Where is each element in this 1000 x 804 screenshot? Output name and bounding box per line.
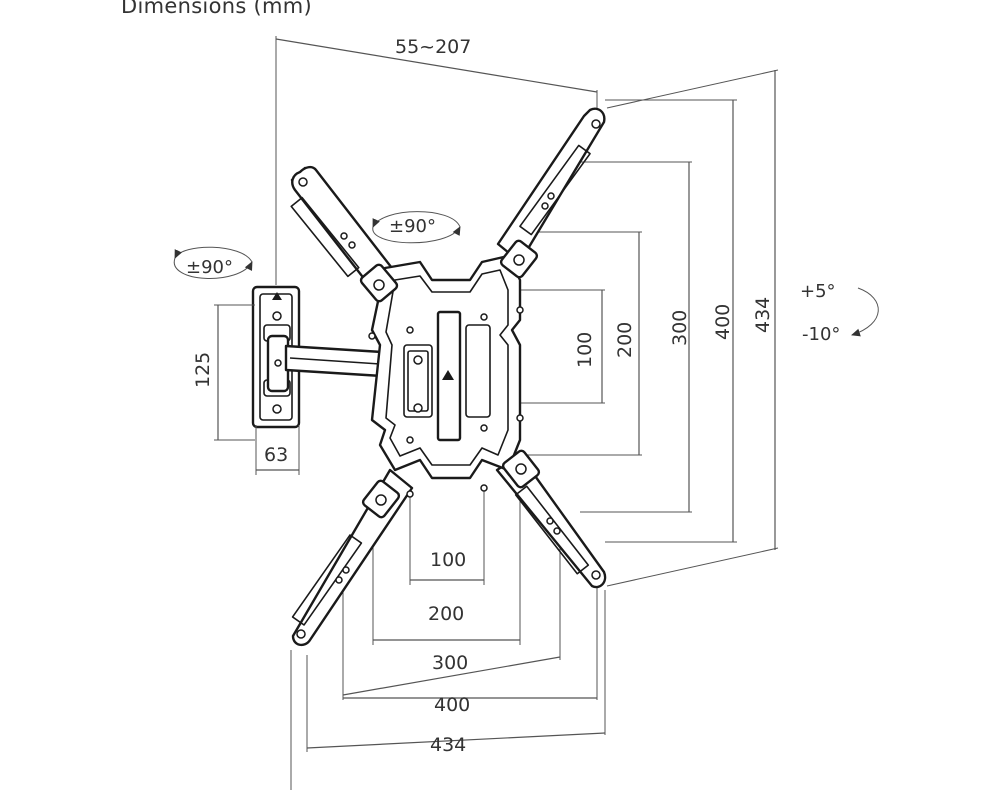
slider-bottom-left: [361, 479, 401, 519]
swing-arm: [284, 344, 384, 378]
vertical-dimensions: 100 200 300 400 434: [485, 69, 779, 587]
bracket-rotation-label: ±90°: [389, 216, 436, 237]
plate-height-label: 125: [192, 352, 214, 388]
slider-bottom-right: [501, 449, 541, 489]
vdim-100: 100: [574, 332, 596, 368]
hdim-400: 400: [434, 694, 470, 716]
vdim-400: 400: [712, 304, 734, 340]
bracket-rotation-indicator: ±90°: [372, 211, 461, 244]
arm-swivel-label: ±90°: [186, 257, 233, 278]
hdim-300: 300: [432, 652, 468, 674]
diagram-title: Dimensions (mm): [121, 0, 313, 18]
slider-top-left: [359, 263, 399, 303]
tilt-up-label: +5°: [800, 281, 836, 302]
depth-label: 55~207: [395, 36, 471, 58]
tilt-indicator: +5° -10°: [800, 281, 879, 345]
vdim-200: 200: [614, 322, 636, 358]
hdim-200: 200: [428, 603, 464, 625]
tilt-down-label: -10°: [802, 324, 840, 345]
plate-dimensions: 125 63: [192, 304, 300, 475]
vdim-434: 434: [752, 297, 774, 333]
plate-width-label: 63: [264, 444, 288, 466]
slider-top-right: [499, 239, 539, 279]
vesa-bracket: [290, 107, 607, 647]
arm-swivel-indicator: ±90°: [173, 246, 253, 279]
hdim-100: 100: [430, 549, 466, 571]
horizontal-dimensions: 100 200 300 400 434: [290, 470, 606, 790]
hdim-434: 434: [430, 734, 466, 756]
depth-dimension: 55~207: [275, 36, 598, 285]
vdim-300: 300: [669, 310, 691, 346]
wall-plate: [251, 285, 301, 429]
